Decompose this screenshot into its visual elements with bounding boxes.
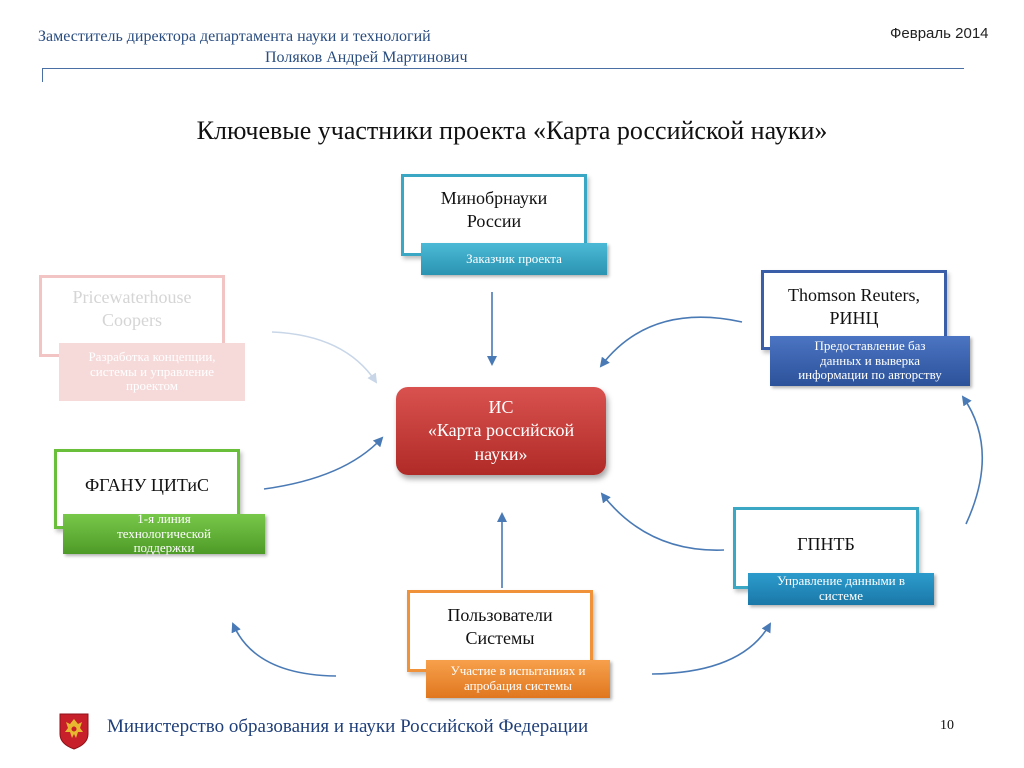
tag-citis-line2: технологической (117, 525, 211, 541)
tag-gpntb-line2: системе (819, 588, 863, 603)
node-pwc-line1: Pricewaterhouse (72, 286, 192, 307)
tag-pwc: Разработка концепции, системы и управлен… (59, 343, 245, 401)
tag-minobrnauki: Заказчик проекта (421, 243, 607, 275)
node-pwc-line2: Coopers (102, 310, 162, 330)
slide-title: Ключевые участники проекта «Карта россий… (196, 116, 828, 145)
header-position: Заместитель директора департамента науки… (38, 28, 431, 45)
arrow-citis-center (263, 436, 384, 490)
tag-citis-line1: 1-я линия (137, 510, 191, 526)
page-number: 10 (940, 718, 954, 733)
tag-thomson-line2: данных и выверка (819, 352, 921, 368)
tag-pwc-line2: системы и управление (89, 363, 214, 379)
arrow-gpntb-center (600, 492, 725, 551)
node-minobrnauki-line2: России (466, 211, 522, 231)
arrow-thomson-center (599, 316, 743, 368)
node-center-line2: «Карта российской (427, 420, 575, 441)
node-thomson-line2: РИНЦ (829, 308, 879, 328)
tag-thomson-line3: информации по авторству (798, 367, 942, 383)
header-rule (42, 68, 964, 69)
tag-thomson: Предоставление баз данных и выверка инфо… (770, 336, 970, 386)
tag-pwc-line3: проектом (125, 378, 179, 394)
node-center-is: ИС «Карта российской науки» (396, 387, 606, 475)
arrow-users-gpntb (651, 622, 771, 675)
coat-of-arms-icon (59, 713, 89, 750)
header-name: Поляков Андрей Мартинович (265, 49, 468, 66)
tag-citis-line3: поддержки (133, 540, 195, 556)
arrow-users-citis (231, 622, 337, 677)
tag-citis: 1-я линия технологической поддержки (63, 510, 265, 556)
node-center-line1: ИС (488, 396, 514, 417)
tag-users-line1: Участие в испытаниях и (450, 663, 586, 679)
node-minobrnauki-line1: Минобрнауки (440, 187, 548, 208)
node-gpntb-line1: ГПНТБ (797, 534, 855, 555)
tag-pwc-line1: Разработка концепции, (88, 348, 216, 364)
node-citis-line1: ФГАНУ ЦИТиС (84, 475, 210, 496)
node-users-line1: Пользователи (447, 604, 553, 625)
footer-ministry: Министерство образования и науки Российс… (107, 716, 589, 737)
tag-gpntb-line1: Управление данными в (776, 573, 906, 589)
node-center-line3: науки» (474, 443, 528, 464)
arrow-pwc-center (271, 331, 378, 384)
tag-users-line2: апробация системы (464, 678, 572, 693)
tag-thomson-line1: Предоставление баз (814, 337, 926, 353)
node-users-line2: Системы (465, 628, 535, 648)
tag-gpntb: Управление данными в системе (748, 573, 934, 605)
node-thomson-line1: Thomson Reuters, (788, 284, 920, 305)
header-date: Февраль 2014 (890, 25, 989, 42)
tag-users: Участие в испытаниях и апробация системы (426, 660, 610, 698)
arrow-gpntb-thomson (961, 395, 984, 525)
header-rule-tick (42, 68, 43, 82)
